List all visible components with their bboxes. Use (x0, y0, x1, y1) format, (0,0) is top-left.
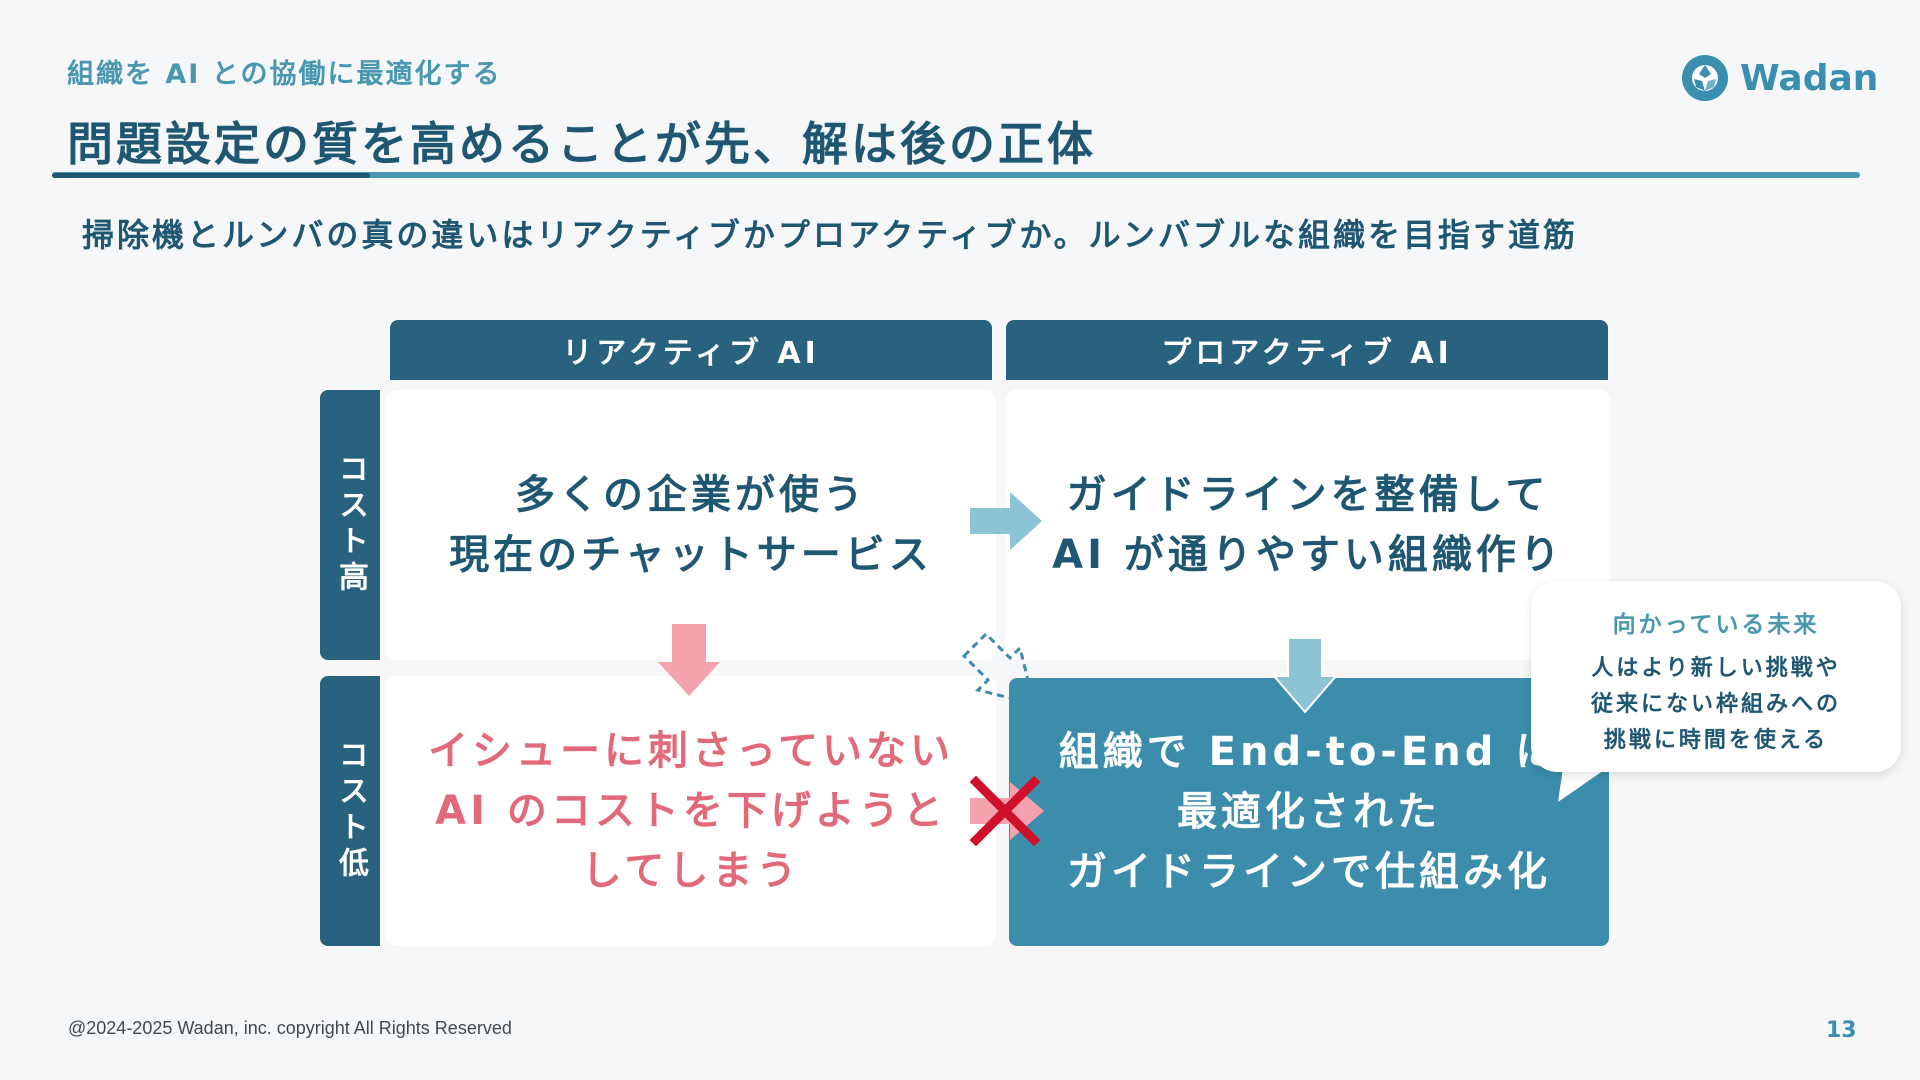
logo-wordmark: Wadan (1740, 57, 1879, 99)
slide-title: 問題設定の質を高めることが先、解は後の正体 (67, 117, 1096, 171)
arrow-down-teal-icon (1272, 637, 1338, 714)
column-header-reactive-ai: リアクティブ AI (390, 320, 992, 380)
cell-reactive-high-cost: 多くの企業が使う 現在のチャットサービス (386, 390, 996, 660)
future-callout-title: 向かっている未来 (1612, 612, 1820, 638)
copyright-footer: @2024-2025 Wadan, inc. copyright All Rig… (68, 1018, 512, 1038)
cell-proactive-low-cost-text: 組織で End-to-End に 最適化された ガイドラインで仕組み化 (1058, 729, 1556, 895)
cell-reactive-high-cost-text: 多くの企業が使う 現在のチャットサービス (449, 472, 933, 578)
title-underline-accent (52, 173, 370, 178)
row-header-cost-low: コスト低 (320, 676, 380, 946)
future-callout-body: 人はより新しい挑戦や 従来にない枠組みへの 挑戦に時間を使える (1590, 656, 1841, 753)
future-callout: 向かっている未来 人はより新しい挑戦や 従来にない枠組みへの 挑戦に時間を使える (1531, 581, 1901, 772)
cell-reactive-low-cost: イシューに刺さっていない AI のコストを下げようと してしまう (386, 676, 996, 946)
row-header-cost-high-label: コスト高 (333, 453, 368, 597)
cell-proactive-high-cost: ガイドラインを整備して AI が通りやすい組織作り (1006, 390, 1610, 660)
cell-proactive-low-cost: 組織で End-to-End に 最適化された ガイドラインで仕組み化 (1009, 678, 1609, 946)
page-number: 13 (1826, 1018, 1857, 1043)
wadan-logo-icon (1682, 55, 1728, 101)
title-underline (52, 172, 1860, 178)
row-header-cost-high: コスト高 (320, 390, 380, 660)
row-header-cost-low-label: コスト低 (333, 739, 368, 883)
cross-mark-icon (970, 776, 1040, 846)
lead-text: 掃除機とルンバの真の違いはリアクティブかプロアクティブか。ルンバブルな組織を目指… (82, 216, 1579, 254)
arrow-right-icon (970, 492, 1042, 550)
slide-subtitle: 組織を AI との協働に最適化する (67, 59, 502, 90)
arrow-diagonal-dashed-icon (961, 631, 1037, 707)
wadan-logo: Wadan (1680, 50, 1878, 106)
cell-reactive-low-cost-text: イシューに刺さっていない AI のコストを下げようと してしまう (428, 728, 954, 894)
cell-proactive-high-cost-text: ガイドラインを整備して AI が通りやすい組織作り (1052, 472, 1564, 578)
column-header-proactive-ai: プロアクティブ AI (1006, 320, 1608, 380)
arrow-down-pink-icon (658, 624, 720, 696)
